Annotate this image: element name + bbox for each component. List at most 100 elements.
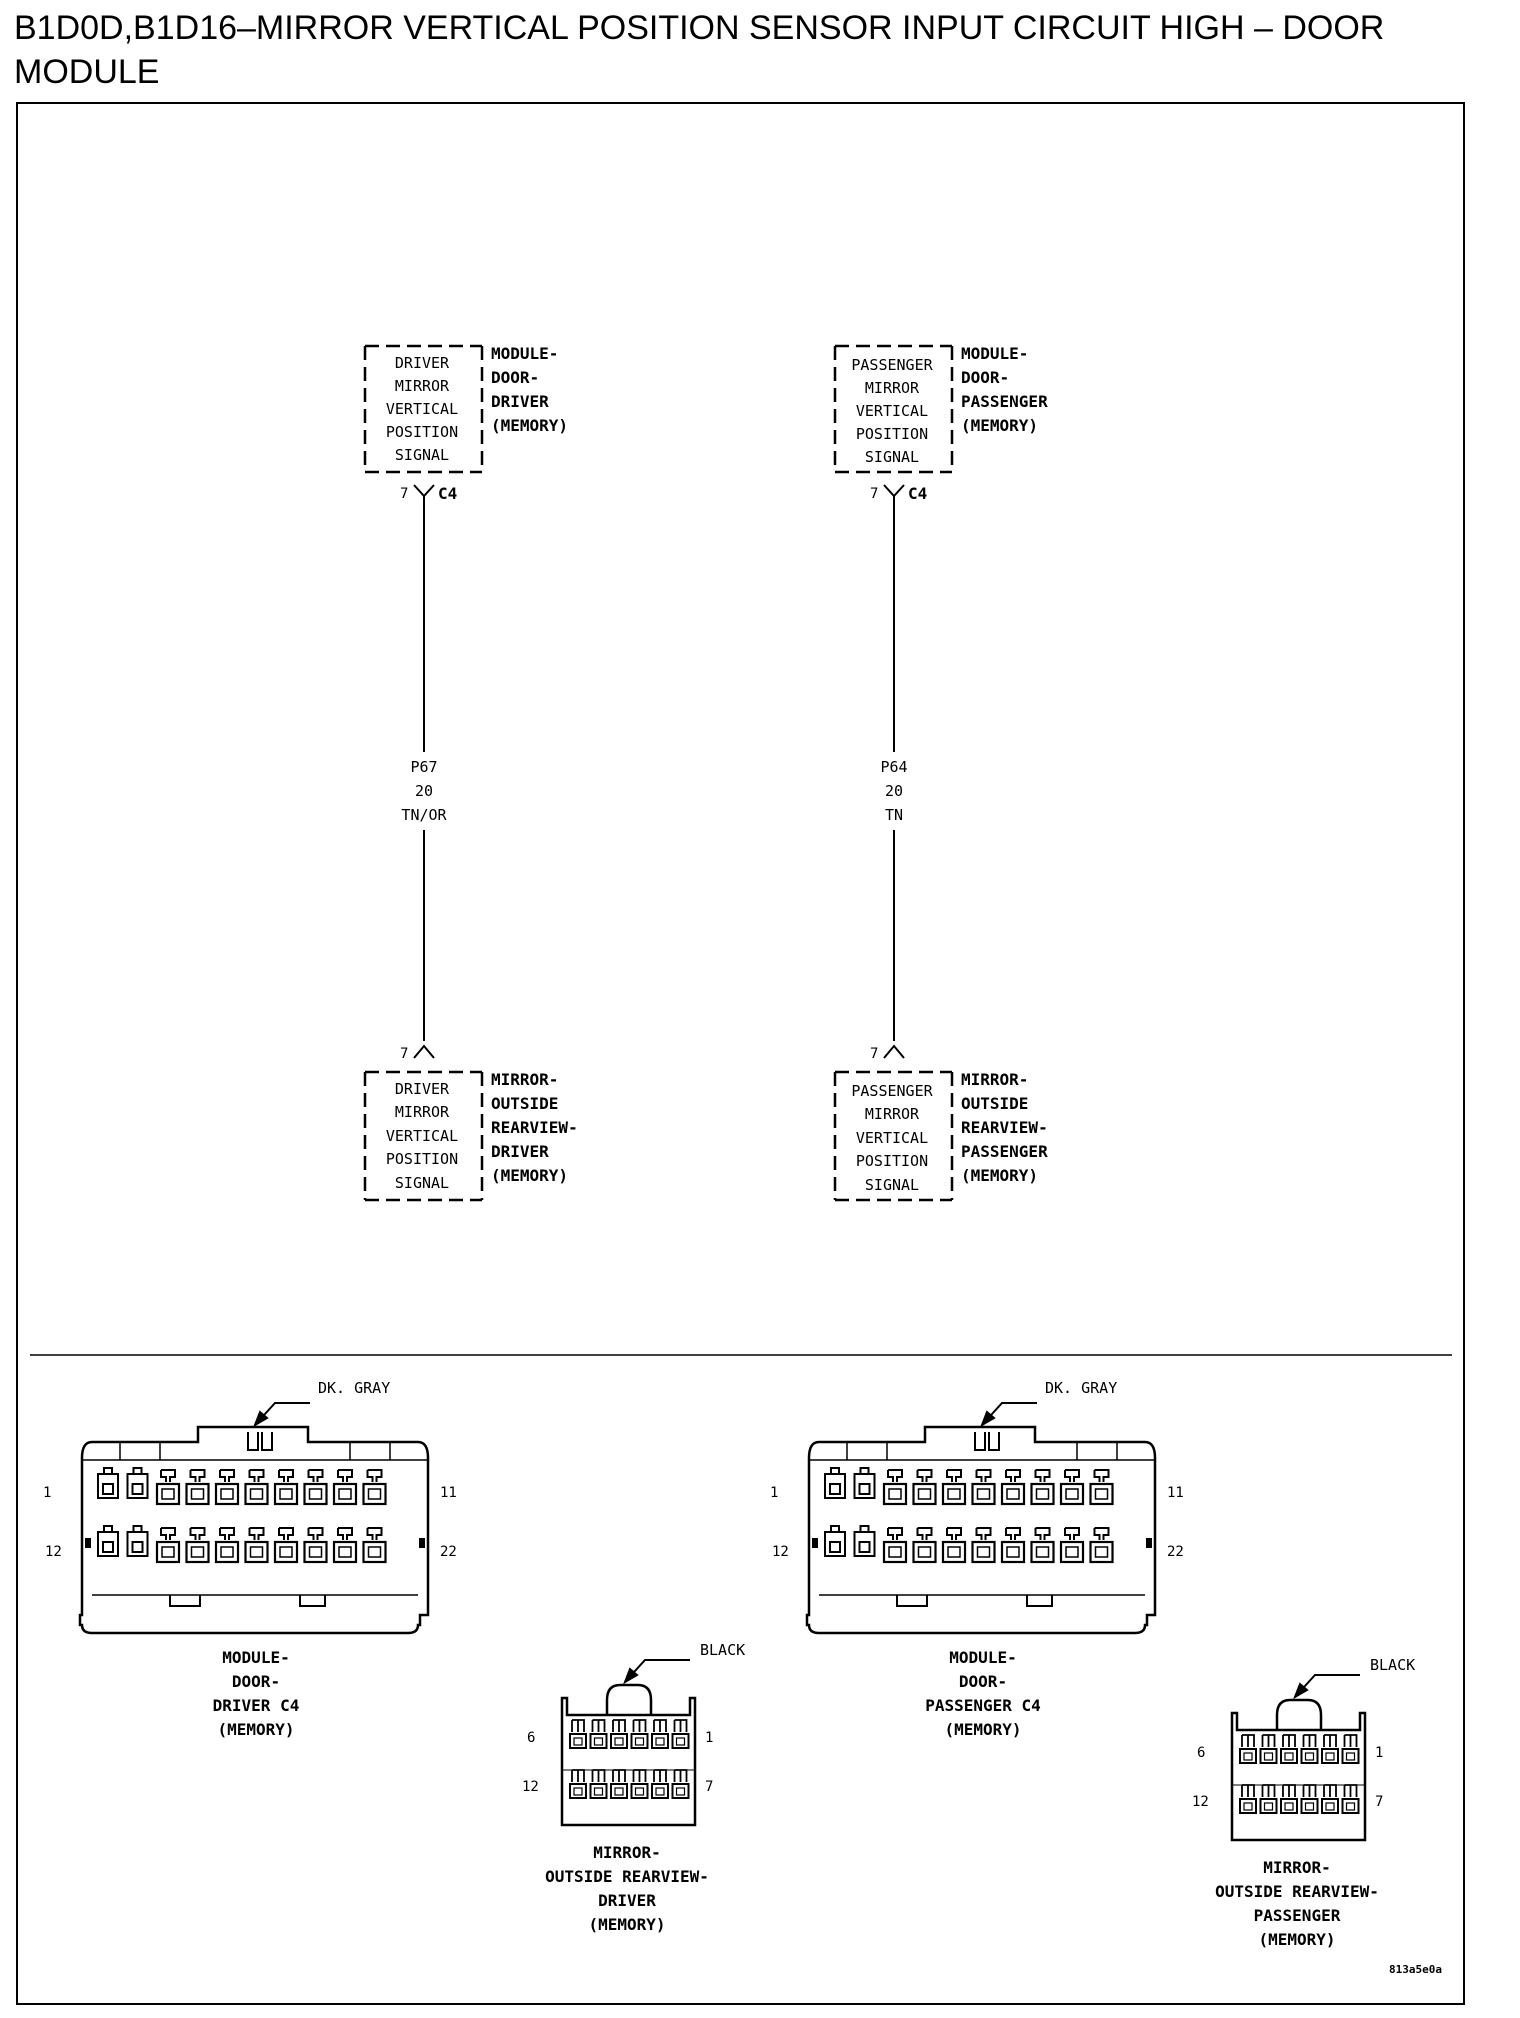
passenger-module-cavities-cavity (912, 1527, 937, 1564)
passenger-module-cavities-cavity (1000, 1469, 1026, 1506)
driver-module-caption: MODULE- DOOR- DRIVER C4 (MEMORY) (213, 1648, 300, 1739)
passenger-module-cavities-cavity (824, 1525, 846, 1557)
passenger-bottom-pin-number: 7 (870, 1046, 878, 1062)
passenger-module-cavities-cavity (1030, 1469, 1055, 1506)
passenger-mirror-caption-line-4: (MEMORY) (1258, 1930, 1335, 1949)
driver-mirror-component-line-5: (MEMORY) (491, 1166, 568, 1185)
driver-mirror-pin-12-label: 12 (522, 1779, 539, 1795)
driver-module-pin-12-label: 12 (45, 1544, 62, 1560)
driver-mirror-cavities (569, 1719, 690, 1799)
driver-module-caption-line-2: DOOR- (232, 1672, 280, 1691)
passenger-mirror-caption-line-3: PASSENGER (1254, 1906, 1341, 1925)
passenger-wire-label: P64 20 TN (880, 758, 907, 824)
driver-module-cavities-cavity (303, 1527, 328, 1564)
driver-mirror-caption: MIRROR- OUTSIDE REARVIEW- DRIVER (MEMORY… (545, 1843, 709, 1934)
driver-module-block-line-3: VERTICAL (386, 400, 458, 418)
driver-module-block: DRIVER MIRROR VERTICAL POSITION SIGNAL (363, 344, 484, 474)
passenger-module-cavities (824, 1467, 1114, 1564)
passenger-module-block-line-3: VERTICAL (856, 402, 928, 420)
driver-bottom-pin-number: 7 (400, 1046, 408, 1062)
passenger-module-cavities-cavity (824, 1467, 846, 1499)
passenger-module-cavities-cavity (882, 1469, 908, 1506)
driver-mirror-block: DRIVER MIRROR VERTICAL POSITION SIGNAL (363, 1070, 484, 1202)
passenger-module-cavities-cavity (882, 1527, 908, 1564)
driver-module-cavities-cavity (244, 1469, 269, 1506)
driver-wire-label: P67 20 TN/OR (401, 758, 447, 824)
driver-module-cavities-cavity (155, 1469, 181, 1506)
driver-module-cavities-cavity (185, 1527, 210, 1564)
driver-mirror-cavities-cavity (671, 1769, 690, 1799)
driver-mirror-cavities-cavity (630, 1769, 649, 1799)
passenger-module-component-line-2: DOOR- (961, 368, 1009, 387)
driver-mirror-cavities-cavity (610, 1769, 628, 1799)
passenger-wire-gauge: 20 (885, 782, 903, 800)
passenger-wire-circuit: P64 (880, 758, 907, 776)
passenger-mirror-cavities-cavity (1341, 1734, 1360, 1764)
passenger-module-block-line-1: PASSENGER (851, 356, 933, 374)
passenger-module-cavities-cavity (941, 1469, 967, 1506)
passenger-mirror-cavities-cavity (1321, 1784, 1339, 1814)
passenger-module-cavities-cavity (853, 1525, 876, 1557)
passenger-module-cavities-cavity (971, 1469, 996, 1506)
passenger-mirror-pin-1-label: 1 (1375, 1745, 1383, 1761)
passenger-module-cavities-cavity (971, 1527, 996, 1564)
passenger-mirror-cavities-cavity (1300, 1784, 1319, 1814)
passenger-mirror-block-line-2: MIRROR (865, 1105, 920, 1123)
passenger-mirror-cavities-cavity (1300, 1734, 1319, 1764)
passenger-mirror-cavities-cavity (1259, 1784, 1278, 1814)
passenger-mirror-cavities-cavity (1280, 1734, 1298, 1764)
driver-module-cavities-cavity (97, 1525, 119, 1557)
passenger-mirror-cavities-cavity (1239, 1734, 1257, 1764)
passenger-module-cavities-cavity (1059, 1469, 1085, 1506)
diagram-frame (16, 102, 1465, 2005)
driver-module-component-line-4: (MEMORY) (491, 416, 568, 435)
passenger-mirror-color-callout: BLACK (1293, 1656, 1415, 1700)
driver-bottom-pin-symbol: 7 (400, 1044, 435, 1062)
driver-module-cavities-cavity (214, 1469, 240, 1506)
driver-mirror-color-label: BLACK (700, 1641, 745, 1659)
driver-module-component-line-2: DOOR- (491, 368, 539, 387)
driver-mirror-caption-line-3: DRIVER (598, 1891, 656, 1910)
passenger-module-housing: 1 11 12 22 (770, 1425, 1184, 1635)
driver-module-color-label: DK. GRAY (318, 1379, 390, 1397)
driver-module-cavities-cavity (126, 1467, 149, 1499)
driver-module-cavities-cavity (214, 1527, 240, 1564)
passenger-module-caption-line-3: PASSENGER C4 (925, 1696, 1041, 1715)
driver-module-cavities (97, 1467, 387, 1564)
figure-id: 813a5e0a (1389, 1963, 1442, 1976)
driver-module-pin-22-label: 22 (440, 1544, 457, 1560)
driver-mirror-pin-7-label: 7 (705, 1779, 713, 1795)
driver-module-block-line-4: POSITION (386, 423, 458, 441)
driver-wire-color: TN/OR (401, 806, 447, 824)
passenger-module-pin-22-label: 22 (1167, 1544, 1184, 1560)
driver-module-component-line-3: DRIVER (491, 392, 549, 411)
passenger-mirror-component-line-5: (MEMORY) (961, 1166, 1038, 1185)
driver-mirror-cavities-cavity (569, 1769, 587, 1799)
passenger-module-caption-line-1: MODULE- (949, 1648, 1016, 1667)
passenger-module-pin-1-label: 1 (770, 1485, 778, 1501)
passenger-module-caption-line-4: (MEMORY) (944, 1720, 1021, 1739)
passenger-mirror-component-line-1: MIRROR- (961, 1070, 1028, 1089)
driver-module-cavities-cavity (362, 1469, 387, 1506)
driver-mirror-component-line-1: MIRROR- (491, 1070, 558, 1089)
passenger-mirror-cavities-cavity (1321, 1734, 1339, 1764)
driver-mirror-component-line-4: DRIVER (491, 1142, 549, 1161)
driver-mirror-caption-line-2: OUTSIDE REARVIEW- (545, 1867, 709, 1886)
driver-module-pin-11-label: 11 (440, 1485, 457, 1501)
driver-mirror-component-label: MIRROR- OUTSIDE REARVIEW- DRIVER (MEMORY… (491, 1070, 578, 1185)
driver-mirror-cavities-cavity (569, 1719, 587, 1749)
page-title: B1D0D,B1D16–MIRROR VERTICAL POSITION SEN… (14, 9, 1385, 91)
driver-mirror-cavities-cavity (589, 1719, 608, 1749)
driver-module-cavities-cavity (362, 1527, 387, 1564)
passenger-module-cavities-cavity (941, 1527, 967, 1564)
driver-mirror-cavities-cavity (671, 1719, 690, 1749)
driver-module-cavities-cavity (244, 1527, 269, 1564)
driver-module-cavities-cavity (126, 1525, 149, 1557)
driver-mirror-caption-line-1: MIRROR- (593, 1843, 660, 1862)
passenger-module-component-line-4: (MEMORY) (961, 416, 1038, 435)
driver-module-cavities-cavity (332, 1527, 358, 1564)
passenger-mirror-block: PASSENGER MIRROR VERTICAL POSITION SIGNA… (833, 1070, 954, 1202)
driver-mirror-component-line-3: REARVIEW- (491, 1118, 578, 1137)
driver-module-housing: 1 11 12 22 (43, 1425, 457, 1635)
